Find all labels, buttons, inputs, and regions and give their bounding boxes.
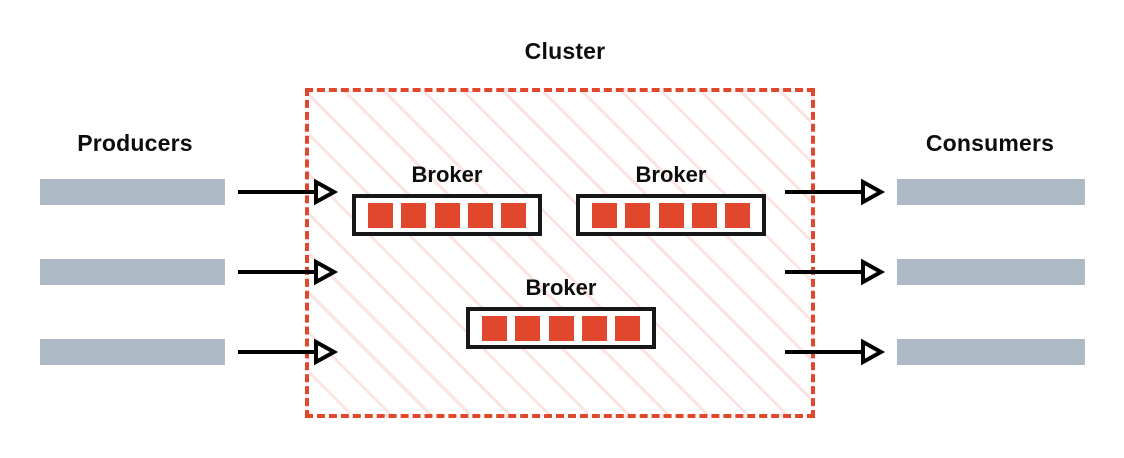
partition-block [482,315,507,341]
broker-node: Broker [352,162,542,236]
partition-block [368,202,393,228]
broker-node: Broker [576,162,766,236]
cluster-boundary [305,88,815,418]
consumer-arrow [785,338,886,366]
consumer-arrow [785,178,886,206]
partition-block [434,202,460,228]
producer-arrow [238,338,339,366]
broker-label: Broker [525,275,597,300]
producer-arrow [238,258,339,286]
consumer-bar [897,179,1085,205]
broker-node: Broker [466,275,656,349]
producer-bar [40,339,225,365]
broker-label: Broker [635,162,707,187]
partition-block [658,202,684,228]
partition-block [691,202,717,228]
producer-arrow [238,178,339,206]
partition-block [581,315,607,341]
partition-block [501,202,526,228]
partition-block [725,202,750,228]
consumers-title: Consumers [925,130,1055,156]
producers-title: Producers [77,130,193,156]
partition-block [625,202,651,228]
broker-partition-list [352,194,542,236]
consumer-bar [897,259,1085,285]
producer-bar [40,259,225,285]
partition-block [548,315,574,341]
broker-partition-list [576,194,766,236]
partition-block [515,315,541,341]
partition-block [615,315,640,341]
partition-block [401,202,427,228]
broker-label: Broker [411,162,483,187]
partition-block [592,202,617,228]
cluster-title: Cluster [524,38,606,64]
consumer-arrow [785,258,886,286]
producer-bar [40,179,225,205]
partition-block [467,202,493,228]
consumer-bar [897,339,1085,365]
broker-partition-list [466,307,656,349]
